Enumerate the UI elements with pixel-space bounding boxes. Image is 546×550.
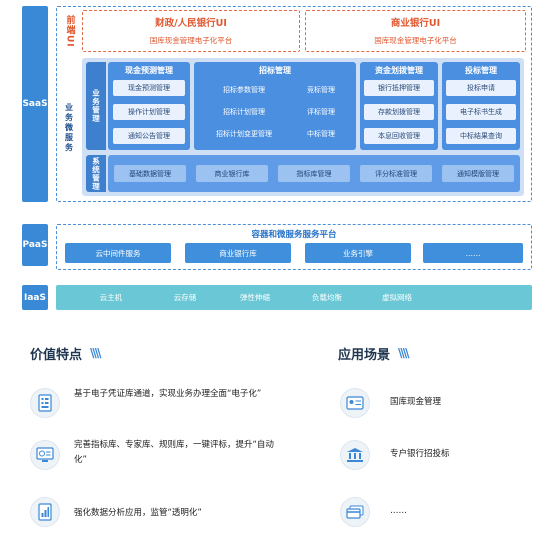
saas-frame	[56, 6, 532, 202]
finance-ui-title: 财政/人民银行UI	[155, 18, 227, 29]
iaas-item[interactable]: 弹性伸缩	[240, 292, 270, 302]
value-section-header: 价值特点 \\\\	[30, 343, 170, 363]
commercial-ui-subtitle: 国库现金管理电子化平台	[374, 35, 457, 45]
value-item-text: 完善指标库、专家库、规则库，一键评标，提升“自动化”	[74, 440, 274, 465]
iaas-item[interactable]: 云存储	[173, 292, 197, 302]
document-icon	[30, 388, 60, 418]
iaas-layer-tag: IaaS	[22, 285, 48, 310]
system-mgmt-strip: 基础数据管理 商业银行库 指标库管理 评分标准管理 通知模版管理	[108, 155, 520, 192]
commercial-ui-box: 商业银行UI 国库现金管理电子化平台	[305, 10, 526, 52]
panel-item[interactable]: 评标管理	[307, 108, 335, 116]
paas-item[interactable]: ……	[423, 243, 523, 263]
sys-mgmt-label: 系统管理	[86, 155, 106, 192]
iaas-item[interactable]: 虚拟网络	[382, 292, 412, 302]
scenes-section-title: 应用场景	[338, 347, 391, 363]
monitor-icon	[30, 440, 60, 470]
panel-item[interactable]: 招标计划变更管理	[216, 130, 272, 138]
paas-item[interactable]: 云中间件服务	[65, 243, 171, 263]
paas-layer-tag: PaaS	[22, 224, 48, 266]
panel-item[interactable]: 本息回收管理	[364, 128, 434, 144]
biz-services-label: 业务微服务	[64, 103, 74, 153]
panel-item[interactable]: 招标参数管理	[223, 86, 265, 94]
scene-item-text: 专户银行招投标	[390, 449, 450, 459]
frontend-label: 前端UI	[64, 14, 75, 48]
panel-item[interactable]: 存款划拨管理	[364, 104, 434, 120]
paas-item[interactable]: 业务引擎	[305, 243, 411, 263]
system-item[interactable]: 通知模版管理	[442, 165, 514, 182]
value-item-text: 强化数据分析应用，监管“透明化”	[74, 508, 202, 518]
value-item-text: 基于电子凭证库通道，实现业务办理全面“电子化”	[74, 389, 262, 399]
scene-item-text: 国库现金管理	[390, 397, 442, 407]
bank-icon	[340, 440, 370, 470]
panel-item[interactable]: 通知公告管理	[113, 128, 185, 144]
panel-title: 投标管理	[465, 65, 497, 75]
panel-item[interactable]: 银行抵押管理	[364, 80, 434, 96]
fund-transfer-panel: 资金划拨管理 银行抵押管理 存款划拨管理 本息回收管理	[360, 62, 438, 150]
panel-item[interactable]: 投标申请	[446, 80, 516, 96]
iaas-strip: 云主机 云存储 弹性伸缩 负载均衡 虚拟网络	[56, 285, 532, 310]
slash-decoration-icon: \\\\	[90, 346, 101, 360]
commercial-ui-title: 商业银行UI	[390, 18, 441, 29]
bidding-panel: 投标管理 投标申请 电子标书生成 中标结果查询	[442, 62, 520, 150]
panel-item[interactable]: 竞标管理	[307, 86, 335, 94]
biz-mgmt-label: 业务管理	[86, 62, 106, 150]
system-item[interactable]: 指标库管理	[278, 165, 350, 182]
chart-doc-icon	[30, 497, 60, 527]
scene-item-text: ……	[390, 506, 407, 516]
scenes-section-header: 应用场景 \\\\	[338, 343, 488, 363]
paas-item[interactable]: 商业银行库	[185, 243, 291, 263]
panel-item[interactable]: 操作计划管理	[113, 104, 185, 120]
paas-frame: 容器和微服务服务平台 云中间件服务 商业银行库 业务引擎 ……	[56, 224, 532, 270]
value-section-title: 价值特点	[30, 347, 83, 363]
system-item[interactable]: 基础数据管理	[114, 165, 186, 182]
id-card-icon	[340, 388, 370, 418]
panel-item[interactable]: 现金预测管理	[113, 80, 185, 96]
slash-decoration-icon: \\\\	[398, 346, 409, 360]
tender-mgmt-panel: 招标管理 招标参数管理 竞标管理 招标计划管理 评标管理 招标计划变更管理 中标…	[194, 62, 356, 150]
paas-title: 容器和微服务服务平台	[251, 229, 337, 240]
finance-ui-box: 财政/人民银行UI 国库现金管理电子化平台	[82, 10, 300, 52]
panel-item[interactable]: 招标计划管理	[223, 108, 265, 116]
system-item[interactable]: 商业银行库	[196, 165, 268, 182]
cards-icon	[340, 497, 370, 527]
iaas-item[interactable]: 负载均衡	[312, 292, 342, 302]
finance-ui-subtitle: 国库现金管理电子化平台	[149, 35, 233, 45]
saas-layer-tag: SaaS	[22, 6, 48, 202]
panel-title: 资金划拨管理	[375, 65, 423, 75]
system-item[interactable]: 评分标准管理	[360, 165, 432, 182]
panel-item[interactable]: 中标管理	[307, 130, 335, 138]
iaas-item[interactable]: 云主机	[99, 292, 123, 302]
cash-forecast-panel: 现金预测管理 现金预测管理 操作计划管理 通知公告管理	[108, 62, 190, 150]
panel-item[interactable]: 中标结果查询	[446, 128, 516, 144]
panel-title: 现金预测管理	[125, 65, 173, 75]
panel-title: 招标管理	[259, 65, 291, 75]
panel-item[interactable]: 电子标书生成	[446, 104, 516, 120]
